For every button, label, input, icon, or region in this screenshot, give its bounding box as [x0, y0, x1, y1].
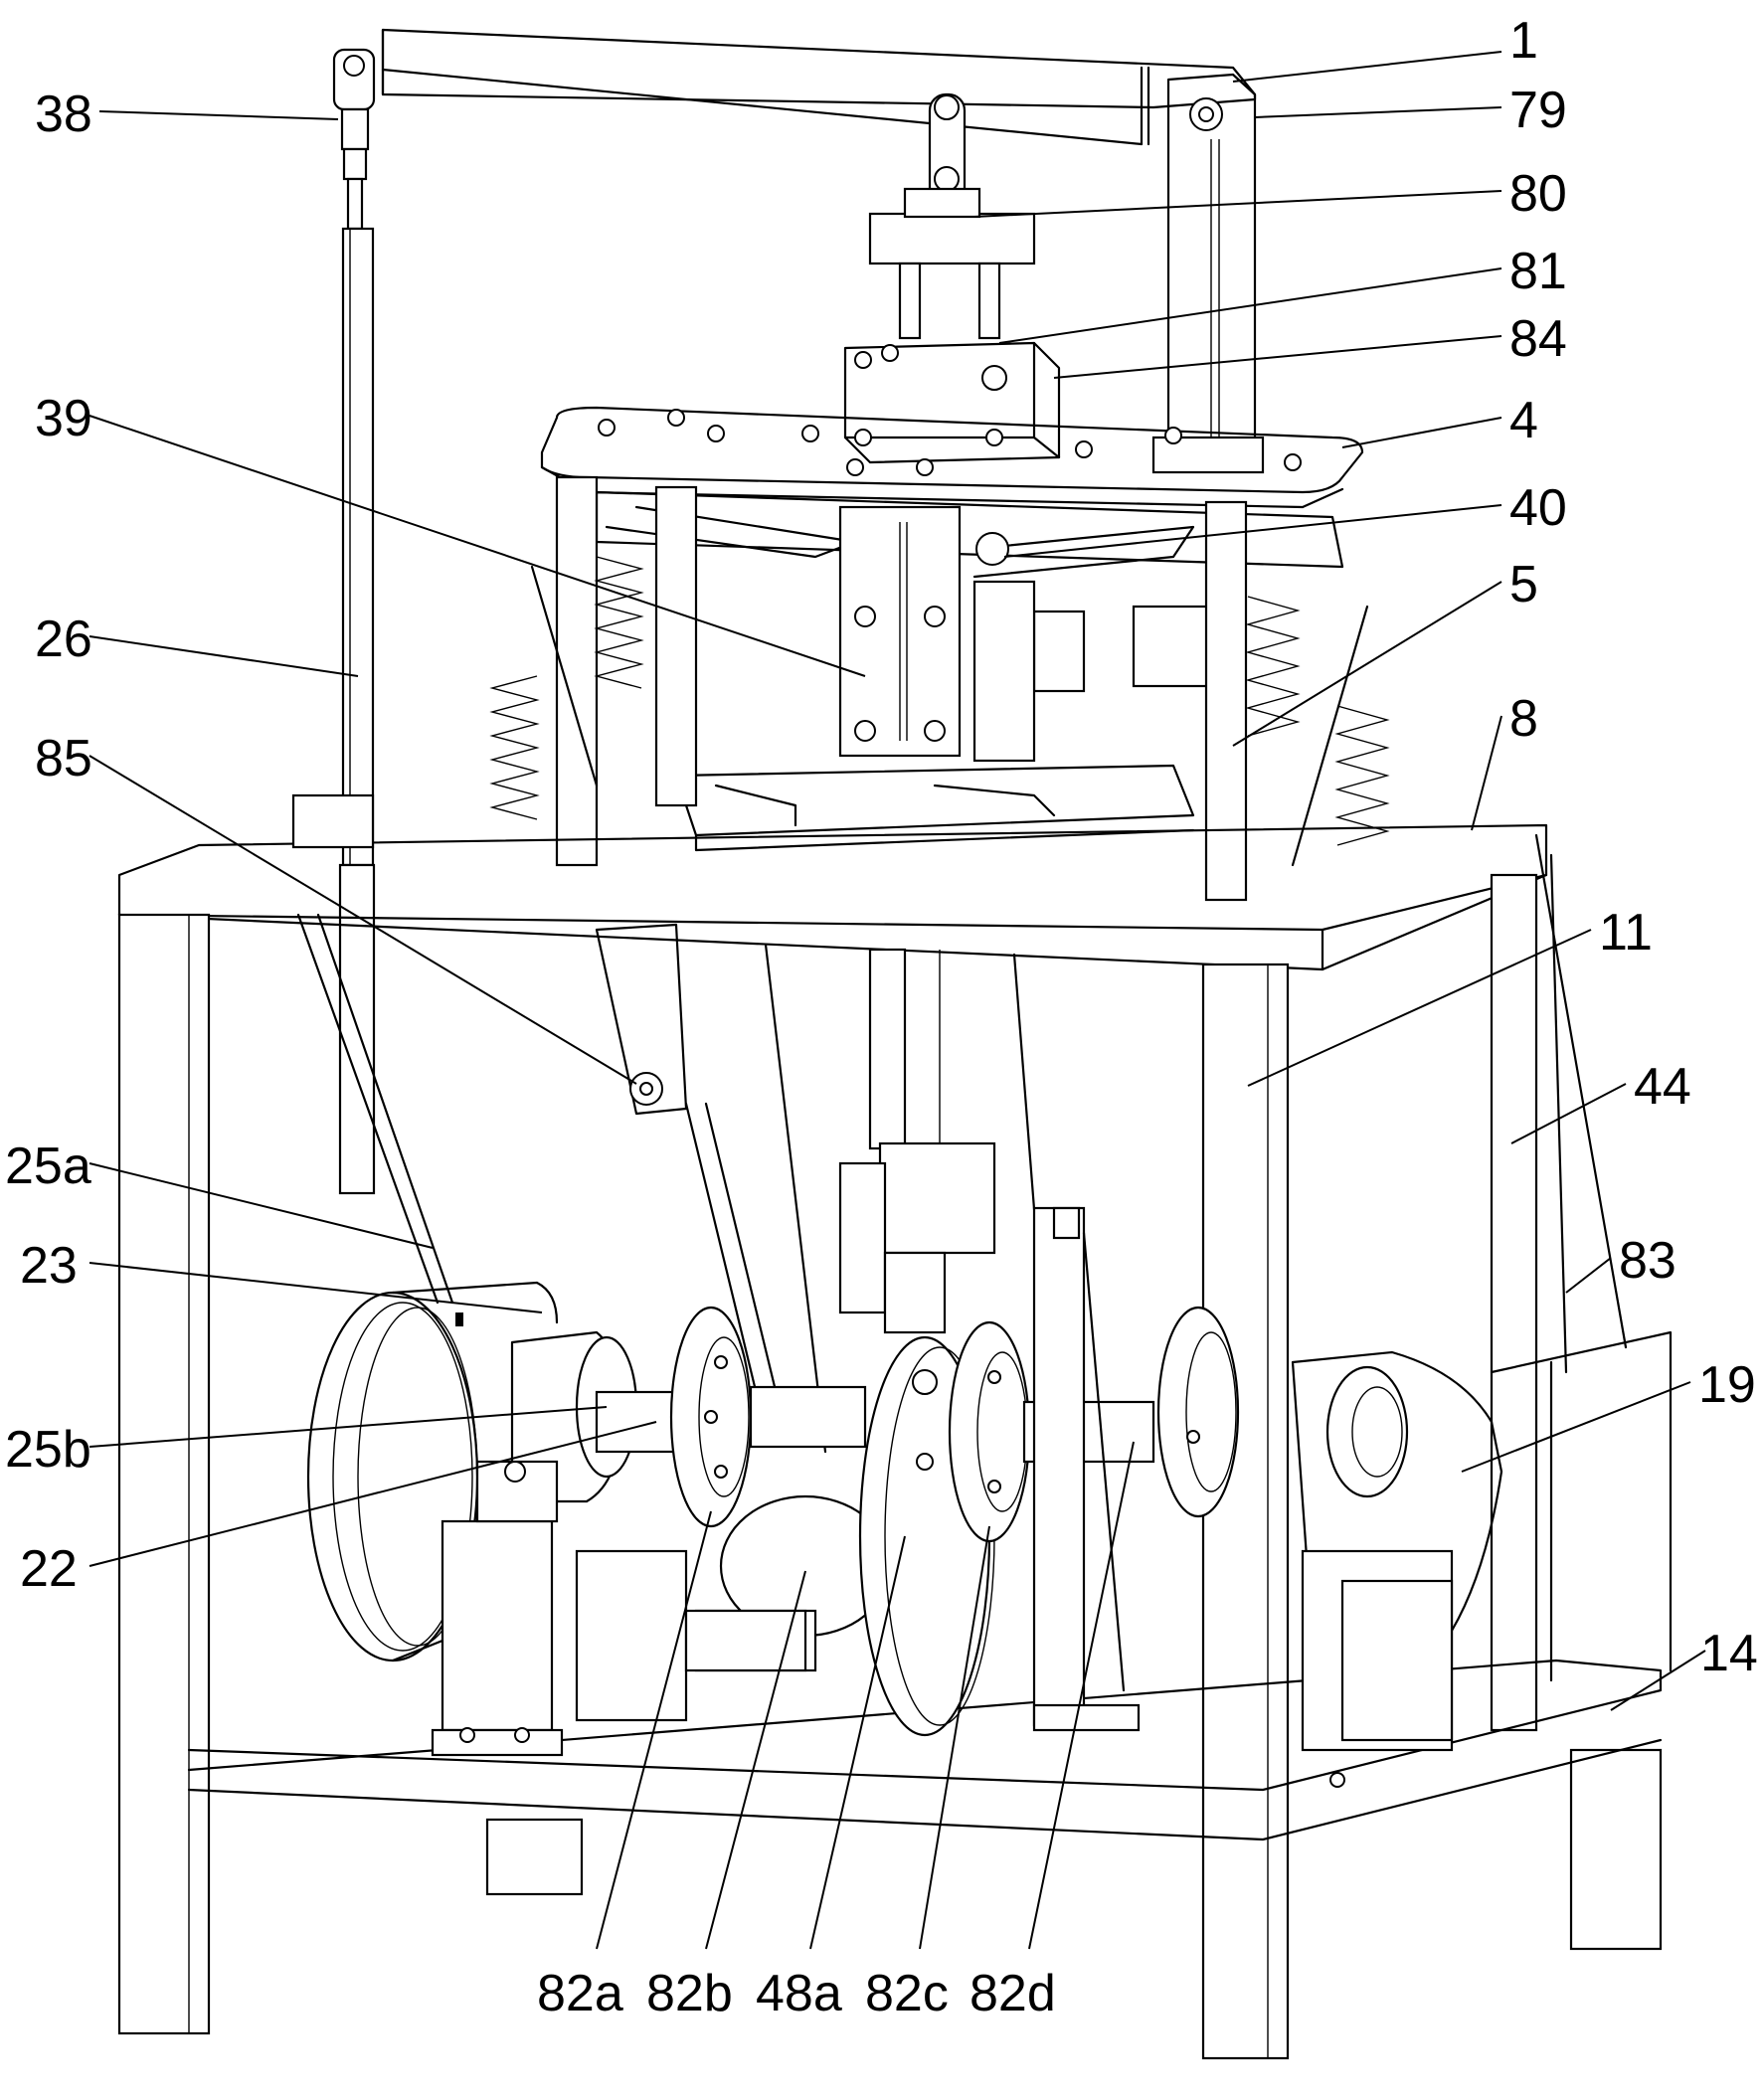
- callout-79: 79: [1509, 82, 1567, 139]
- callout-82b: 82b: [646, 1965, 733, 2022]
- callout-8: 8: [1509, 690, 1538, 748]
- callout-48a: 48a: [756, 1965, 842, 2022]
- callout-82c: 82c: [865, 1965, 949, 2022]
- callout-1: 1: [1509, 12, 1538, 70]
- cylinder-block-84: [845, 343, 1059, 462]
- vertical-rod-26: [340, 229, 374, 1193]
- callout-40: 40: [1509, 479, 1567, 537]
- callout-39: 39: [35, 390, 92, 447]
- callout-11: 11: [1599, 904, 1653, 962]
- top-arm: [383, 30, 1255, 144]
- callout-4: 4: [1509, 392, 1538, 449]
- callout-25a: 25a: [5, 1138, 91, 1195]
- guide-rods-81: [900, 263, 999, 338]
- callout-25b: 25b: [5, 1421, 91, 1479]
- table-top-8: [119, 795, 1546, 969]
- upright-79: [1153, 75, 1263, 472]
- callout-5: 5: [1509, 556, 1538, 613]
- callout-14: 14: [1700, 1625, 1758, 1682]
- callout-82d: 82d: [970, 1965, 1056, 2022]
- support-82d: [1034, 1208, 1139, 1730]
- callout-85: 85: [35, 730, 92, 788]
- callout-84: 84: [1509, 310, 1567, 368]
- flange-right: [1158, 1308, 1238, 1516]
- motor-19: [1293, 1352, 1501, 1787]
- callout-80: 80: [1509, 165, 1567, 223]
- callout-22: 22: [20, 1540, 78, 1598]
- callout-26: 26: [35, 611, 92, 668]
- callout-44: 44: [1634, 1058, 1691, 1116]
- callout-81: 81: [1509, 243, 1567, 300]
- callout-19: 19: [1698, 1356, 1756, 1414]
- callout-82a: 82a: [537, 1965, 623, 2022]
- flange-82a: [671, 1308, 751, 1526]
- rod-end-38: [334, 50, 374, 229]
- callout-83: 83: [1619, 1232, 1676, 1290]
- callout-23: 23: [20, 1237, 78, 1295]
- callout-38: 38: [35, 86, 92, 143]
